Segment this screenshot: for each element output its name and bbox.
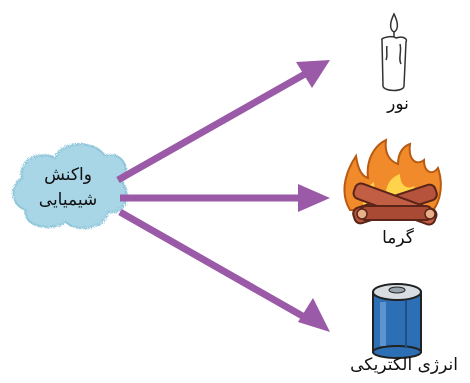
- electric-energy-label: انرژی الکتریکی: [350, 355, 458, 375]
- arrow-to-electric: [118, 208, 330, 332]
- reaction-label-line1: واکنش: [44, 165, 92, 185]
- heat-label: گرما: [382, 228, 414, 248]
- arrow-to-heat: [120, 184, 330, 212]
- battery-icon: [372, 283, 422, 359]
- light-label: نور: [387, 94, 409, 114]
- reaction-label-line2: شیمیایی: [38, 190, 98, 210]
- candle-icon: [381, 12, 408, 92]
- arrow-to-light: [116, 60, 330, 184]
- reaction-label: واکنش شیمیایی: [18, 163, 118, 213]
- fire-icon: [343, 138, 442, 226]
